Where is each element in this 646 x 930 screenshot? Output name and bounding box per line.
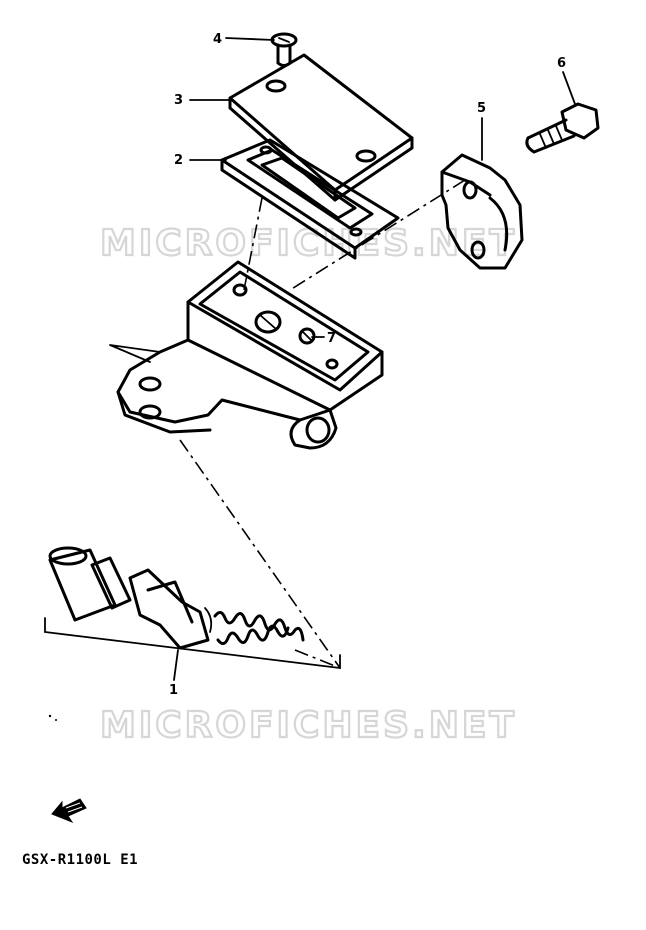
callout-7: 7 [327, 331, 336, 346]
callout-1: 1 [169, 683, 178, 698]
part-6-bolt [525, 102, 600, 154]
callout-2: 2 [174, 153, 183, 168]
part-1-bracket [44, 617, 341, 681]
watermark-bottom: MICROFICHES.NET [100, 705, 517, 746]
part-7-fitting [298, 327, 316, 345]
callout-4: 4 [213, 32, 222, 47]
callout-5: 5 [477, 101, 486, 116]
part-1-piston-assembly [48, 546, 305, 650]
callout-labels: 4 3 2 6 5 7 1 [169, 32, 566, 698]
callout-6: 6 [557, 56, 566, 71]
callout-3: 3 [174, 93, 183, 108]
watermark-top: MICROFICHES.NET [100, 223, 517, 264]
spring [213, 611, 305, 645]
leader-lines [189, 37, 576, 338]
front-direction-arrow-icon [51, 798, 87, 824]
part-2-diaphragm [220, 138, 400, 260]
model-label: GSX-R1100L E1 [22, 852, 139, 868]
alignment-lines [179, 179, 466, 669]
part-5-clamp [440, 153, 524, 270]
part-3-reservoir-cap [228, 53, 414, 202]
master-cylinder-body [109, 260, 384, 450]
